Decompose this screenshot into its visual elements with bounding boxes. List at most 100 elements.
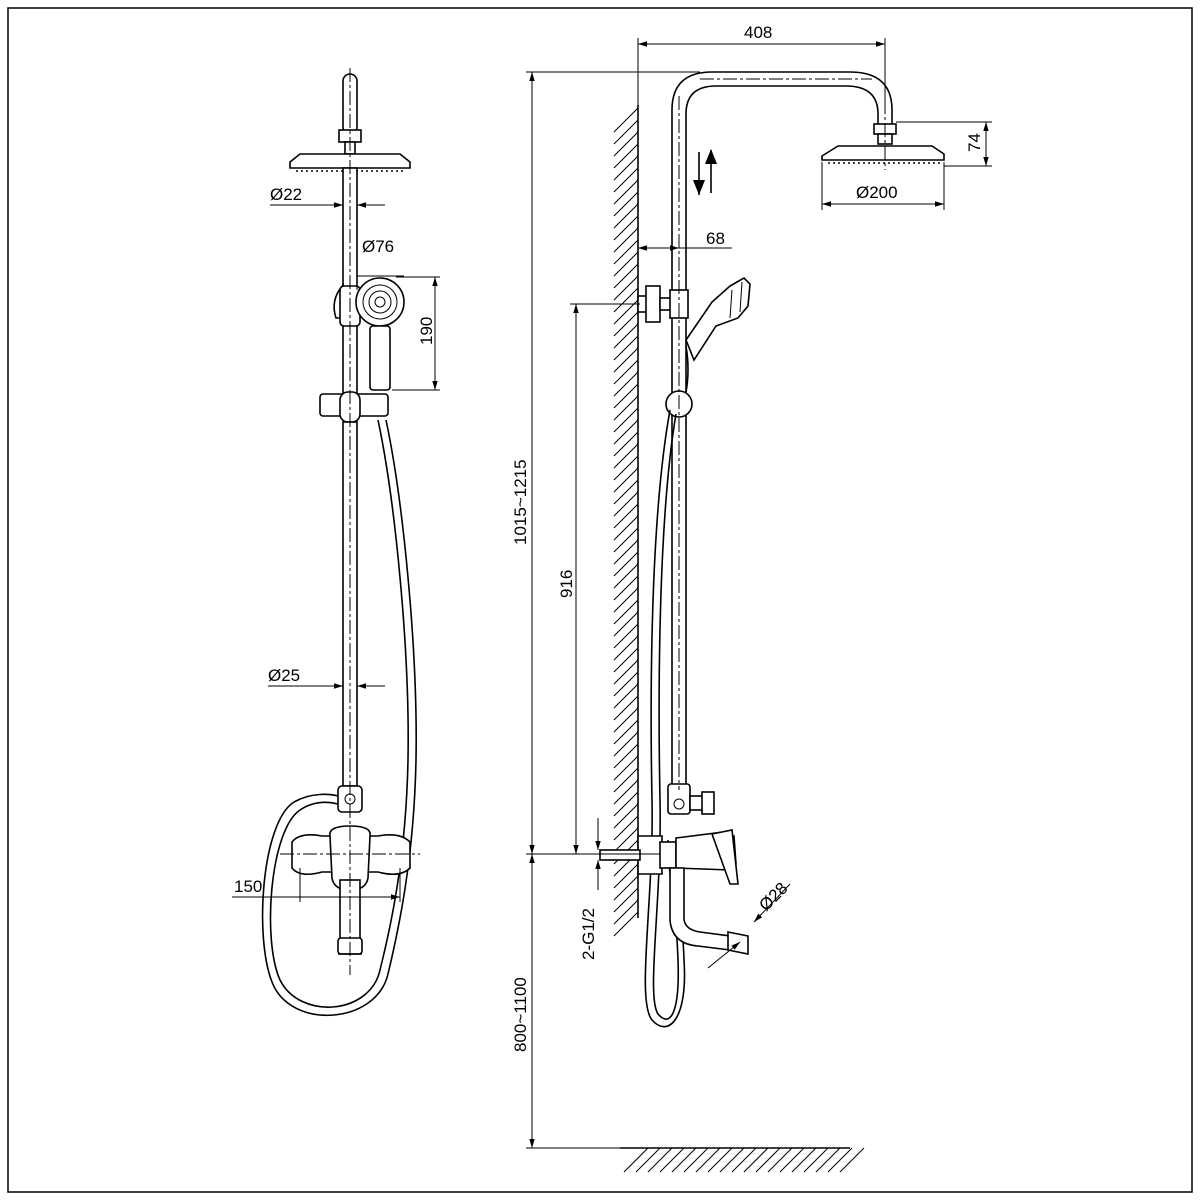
wall-hatch-line — [613, 323, 639, 349]
wall-hatch-line — [613, 371, 639, 397]
up-down-arrows-icon — [693, 149, 717, 195]
dim-rod-top-diameter: Ø22 — [270, 185, 302, 204]
side-spout — [669, 867, 731, 951]
wall-hatch-line — [613, 659, 639, 685]
dim-rod-bottom-diameter: Ø25 — [268, 666, 300, 685]
wall-hatch-line — [613, 251, 639, 277]
dim-mixer-spacing: 150 — [234, 877, 262, 896]
front-view — [261, 68, 420, 1016]
floor-hatch-line — [767, 1147, 793, 1173]
side-rain-head — [821, 145, 945, 161]
wall-hatch-line — [613, 587, 639, 613]
wall-hatch-line — [613, 683, 639, 709]
side-arm-inner — [685, 85, 879, 788]
wall-hatch-line — [613, 527, 639, 553]
wall-hatch-line — [613, 191, 639, 217]
floor-hatch-line — [719, 1147, 745, 1173]
wall-hatch-line — [613, 263, 639, 289]
dim-connection-thread: 2-G1/2 — [579, 908, 598, 960]
floor-hatch-line — [635, 1147, 661, 1173]
floor-hatch-line — [743, 1147, 769, 1173]
floor-hatch-line — [671, 1147, 697, 1173]
wall-hatch-line — [613, 815, 639, 841]
floor-hatch-line — [839, 1147, 865, 1173]
floor-hatch-line — [683, 1147, 709, 1173]
wall-hatch-line — [613, 179, 639, 205]
wall-hatch-line — [613, 803, 639, 829]
wall-hatch-line — [613, 731, 639, 757]
wall-hatch-line — [613, 635, 639, 661]
wall-hatch-line — [613, 515, 639, 541]
side-view — [599, 71, 945, 1173]
wall-hatch-line — [613, 767, 639, 793]
wall-hatch-line — [613, 431, 639, 457]
wall-hatch-line — [613, 479, 639, 505]
wall-hatch-line — [613, 347, 639, 373]
wall-hatch-line — [613, 503, 639, 529]
wall-hatch-line — [613, 335, 639, 361]
wall-hatch-line — [613, 395, 639, 421]
dim-head-diameter: Ø200 — [856, 183, 898, 202]
wall-hatch-line — [613, 467, 639, 493]
floor-hatch-line — [827, 1147, 853, 1173]
wall-hatch-line — [613, 383, 639, 409]
wall-hatch-line — [613, 791, 639, 817]
floor-hatch-line — [647, 1147, 673, 1173]
floor-hatch-line — [695, 1147, 721, 1173]
wall-hatch-line — [613, 875, 639, 901]
dim-handshower-length: 190 — [417, 317, 436, 345]
wall-hatch-line — [613, 311, 639, 337]
floor-hatching — [623, 1147, 865, 1173]
dim-adjustable-height: 1015~1215 — [511, 459, 530, 545]
floor-hatch-line — [791, 1147, 817, 1173]
floor-hatch-line — [803, 1147, 829, 1173]
front-hose — [269, 419, 409, 1008]
wall-hatch-line — [613, 551, 639, 577]
dim-wall-offset: 68 — [706, 229, 725, 248]
wall-hatch-line — [613, 863, 639, 889]
wall-hatch-line — [613, 275, 639, 301]
wall-hatch-line — [613, 407, 639, 433]
wall-hatch-line — [613, 623, 639, 649]
wall-hatch-line — [613, 419, 639, 445]
wall-hatch-line — [613, 755, 639, 781]
wall-hatch-line — [613, 911, 639, 937]
wall-hatch-line — [613, 671, 639, 697]
wall-hatch-line — [613, 107, 639, 133]
wall-hatch-line — [613, 575, 639, 601]
drawing-border — [7, 7, 1193, 1193]
wall-hatch-line — [613, 719, 639, 745]
dim-mixer-height: 800~1100 — [511, 977, 530, 1052]
wall-hatch-line — [613, 227, 639, 253]
floor-hatch-line — [623, 1147, 649, 1173]
wall-hatch-line — [613, 203, 639, 229]
floor-hatch-line — [779, 1147, 805, 1173]
wall-hatch-line — [613, 827, 639, 853]
dim-spout-diameter: Ø28 — [755, 879, 791, 915]
wall-hatch-line — [613, 359, 639, 385]
wall-hatch-line — [613, 119, 639, 145]
wall-hatch-line — [613, 779, 639, 805]
floor-hatch-line — [707, 1147, 733, 1173]
wall-hatch-line — [613, 647, 639, 673]
wall-hatch-line — [613, 695, 639, 721]
front-dimensions: Ø22 Ø76 190 Ø25 150 — [232, 185, 440, 902]
wall-hatch-line — [613, 455, 639, 481]
wall-hatch-line — [613, 131, 639, 157]
wall-hatch-line — [613, 215, 639, 241]
wall-hatch-line — [613, 707, 639, 733]
wall-hatch-line — [613, 491, 639, 517]
wall-hatching — [613, 107, 639, 937]
wall-hatch-line — [613, 539, 639, 565]
dim-handshower-diameter: Ø76 — [362, 237, 394, 256]
floor-hatch-line — [659, 1147, 685, 1173]
wall-hatch-line — [613, 155, 639, 181]
floor-hatch-line — [815, 1147, 841, 1173]
floor-hatch-line — [755, 1147, 781, 1173]
side-handshower — [685, 277, 751, 362]
side-arm-outer — [671, 71, 893, 788]
wall-hatch-line — [613, 239, 639, 265]
wall-hatch-line — [613, 887, 639, 913]
side-dimensions: 408 74 Ø200 68 1015~1215 800~1100 916 2-… — [511, 23, 992, 1149]
